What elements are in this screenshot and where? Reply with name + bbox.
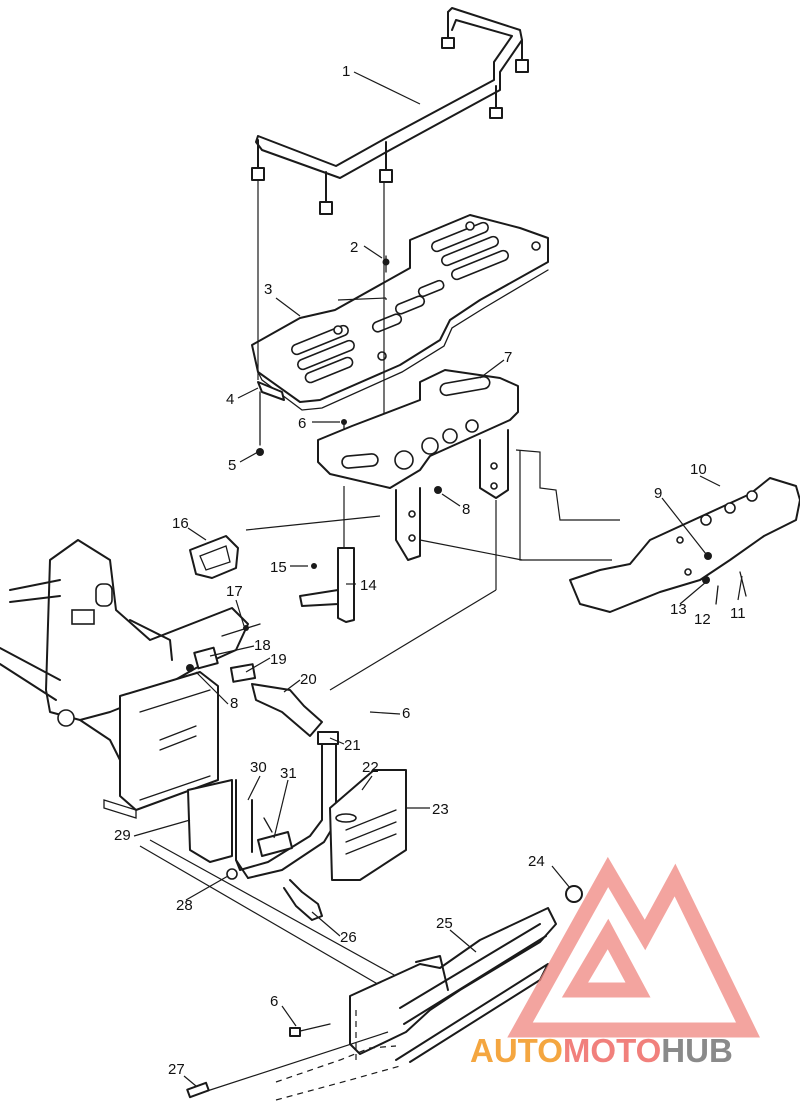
callout-label: 3 <box>264 281 272 298</box>
reference-line <box>139 845 389 991</box>
callout-label: 30 <box>250 759 267 776</box>
callout-label: 6 <box>270 993 278 1010</box>
watermark-hub: HUB <box>661 1032 733 1069</box>
reference-line <box>337 297 387 301</box>
callout-label: 8 <box>230 695 238 712</box>
watermark-moto: MOTO <box>563 1032 661 1069</box>
callout-label: 12 <box>694 611 711 628</box>
callout-label: 28 <box>176 897 193 914</box>
callout-label: 6 <box>402 705 410 722</box>
callout-label: 10 <box>690 461 707 478</box>
plate-hardware <box>256 255 390 456</box>
callout-label: 5 <box>228 457 236 474</box>
callout-label: 25 <box>436 915 453 932</box>
callout-label: 29 <box>114 827 131 844</box>
cooler-part <box>103 671 219 819</box>
lower-bracket-hardware <box>187 779 323 921</box>
callout-label: 20 <box>300 671 317 688</box>
callout-label: 14 <box>360 577 377 594</box>
callout-label: 11 <box>730 605 746 622</box>
callout-label: 13 <box>670 601 687 618</box>
callouts: 1 2 3 4 5 6 7 8 9 10 11 12 13 14 15 16 1… <box>114 63 746 1078</box>
callout-label: 26 <box>340 929 357 946</box>
rack-plate-part <box>251 214 549 411</box>
callout-label: 4 <box>226 391 234 408</box>
callout-label: 2 <box>350 239 358 256</box>
callout-label: 19 <box>270 651 287 668</box>
hitch-hardware <box>186 623 323 737</box>
light-bracket-part <box>299 486 355 623</box>
reference-line <box>515 449 620 521</box>
callout-label: 24 <box>528 853 545 870</box>
callout-label: 16 <box>172 515 189 532</box>
front-bumper-part <box>186 885 583 1101</box>
reference-line <box>149 839 397 977</box>
reference-line <box>419 539 523 561</box>
bumper-part <box>569 477 800 613</box>
callout-label: 22 <box>362 759 379 776</box>
support-bracket-part <box>317 369 519 561</box>
watermark-auto: AUTO <box>470 1032 563 1069</box>
callout-label: 15 <box>270 559 287 576</box>
callout-label: 1 <box>342 63 350 80</box>
watermark-wordmark: AUTOMOTOHUB <box>470 1032 733 1069</box>
callout-label: 6 <box>298 415 306 432</box>
reference-line <box>519 450 612 561</box>
mudflap-part <box>329 769 407 881</box>
callout-label: 17 <box>226 583 243 600</box>
callout-label: 31 <box>280 765 297 782</box>
tail-light-part <box>189 515 381 579</box>
callout-leaders <box>133 71 743 1087</box>
callout-label: 27 <box>168 1061 185 1078</box>
callout-label: 7 <box>504 349 512 366</box>
callout-label: 21 <box>344 737 361 754</box>
callout-label: 18 <box>254 637 271 654</box>
watermark-logo <box>507 856 760 1038</box>
callout-label: 9 <box>654 485 662 502</box>
svg-text:AUTOMOTOHUB: AUTOMOTOHUB <box>470 1032 733 1069</box>
callout-label: 8 <box>462 501 470 518</box>
callout-label: 23 <box>432 801 449 818</box>
rack-rail-part <box>251 7 529 215</box>
